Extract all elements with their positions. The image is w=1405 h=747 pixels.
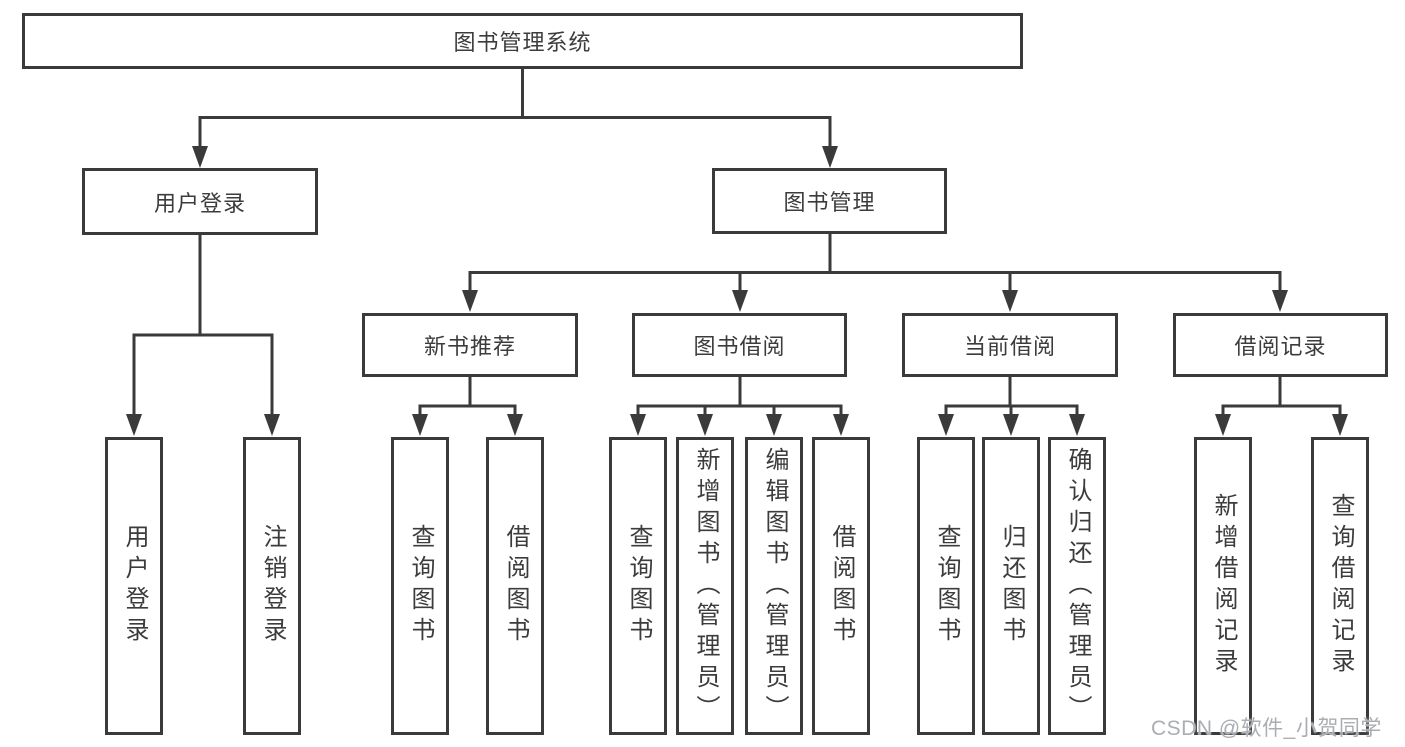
leaf-newbook-query-book: 查询图书: [391, 437, 449, 735]
leaf-record-add-record: 新增借阅记录: [1194, 437, 1252, 735]
leaf-borrow-query-book: 查询图书: [609, 437, 667, 735]
arrowheads: [126, 146, 1348, 436]
leaf-user-login: 用户登录: [105, 437, 163, 735]
csdn-watermark: CSDN @软件_小贺同学: [1151, 717, 1382, 740]
leaf-newbook-borrow-book: 借阅图书: [486, 437, 544, 735]
node-borrow-record: 借阅记录: [1173, 313, 1388, 377]
node-book-management: 图书管理: [712, 168, 947, 234]
leaf-record-query-record: 查询借阅记录: [1311, 437, 1369, 735]
leaf-borrow-borrow-book: 借阅图书: [812, 437, 870, 735]
node-user-login: 用户登录: [82, 168, 318, 235]
leaf-borrow-add-book-admin: 新增图书（管理员）: [676, 437, 734, 735]
node-current-borrow: 当前借阅: [902, 313, 1118, 377]
node-book-borrow: 图书借阅: [632, 313, 847, 377]
node-new-book-recommend: 新书推荐: [362, 313, 578, 377]
leaf-logout: 注销登录: [243, 437, 301, 735]
leaf-current-query-book: 查询图书: [917, 437, 975, 735]
node-root: 图书管理系统: [22, 13, 1023, 69]
leaf-current-return-book: 归还图书: [982, 437, 1040, 735]
leaf-current-confirm-return-admin: 确认归还（管理员）: [1048, 437, 1106, 735]
leaf-borrow-edit-book-admin: 编辑图书（管理员）: [745, 437, 803, 735]
